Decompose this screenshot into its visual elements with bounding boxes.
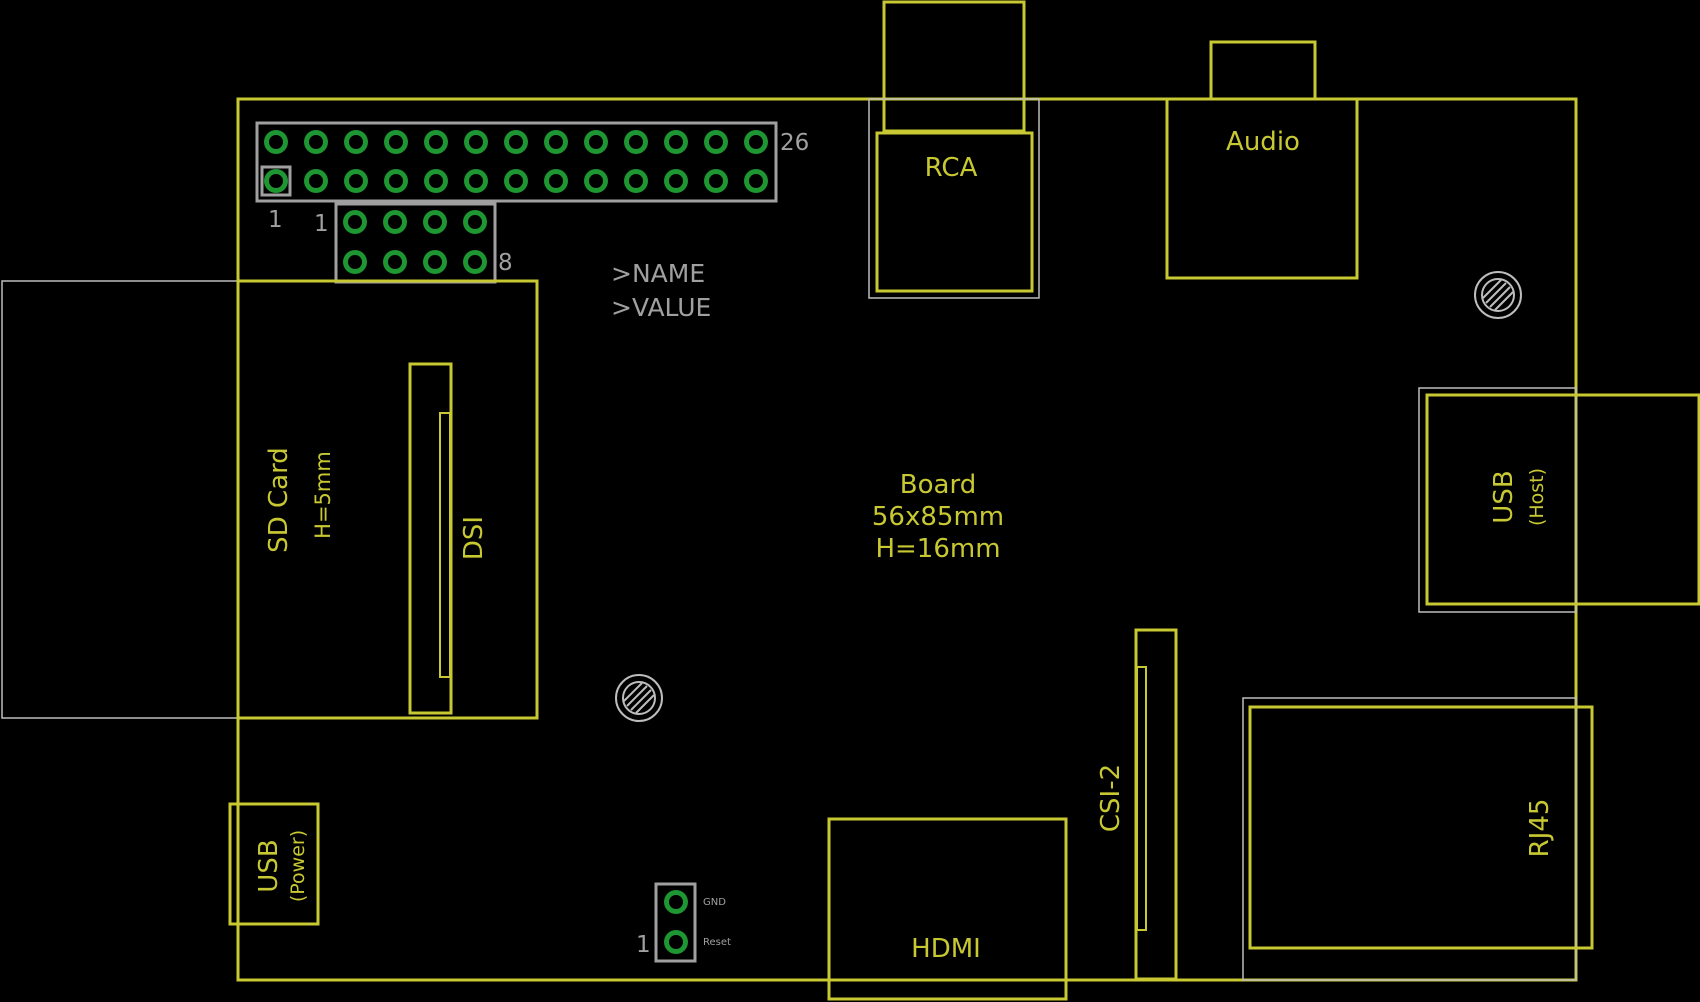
csi-label: CSI-2 [1096, 764, 1126, 832]
gpio-header-frame [255, 121, 778, 203]
mounting-hole-bottom-left [615, 674, 663, 722]
board-size: 56x85mm [872, 502, 1004, 532]
board-title: Board [900, 470, 976, 500]
audio-body [1165, 97, 1359, 280]
p5-header-pads [343, 210, 487, 274]
gpio-pad-drill [589, 174, 603, 188]
gpio-pad-drill [669, 135, 683, 149]
gpio-pad-drill [269, 174, 283, 188]
reset-pad-drill [669, 895, 683, 909]
reset-pin-one-label: 1 [636, 932, 651, 958]
gpio-header-pads [264, 130, 768, 193]
gpio-pin-end-label: 26 [780, 130, 809, 156]
p5-pad-drill [348, 255, 362, 269]
gpio-pad-drill [469, 174, 483, 188]
gpio-pin1-square [260, 165, 292, 197]
gpio-pad-drill [629, 135, 643, 149]
p5-pad-drill [388, 215, 402, 229]
p5-pad-drill [428, 215, 442, 229]
p5-pad-drill [428, 255, 442, 269]
dsi-label: DSI [459, 516, 489, 560]
p5-pad-drill [388, 255, 402, 269]
p5-pin-one-label: 1 [314, 211, 329, 237]
value-placeholder: >VALUE [611, 293, 711, 322]
gpio-pad-drill [309, 174, 323, 188]
gpio-pad-drill [509, 135, 523, 149]
reset-label: Reset [703, 937, 731, 948]
reset-pad-drill [669, 935, 683, 949]
hdmi-body [827, 817, 1068, 1001]
usb-power-sub-label: (Power) [287, 830, 309, 902]
gpio-pad-drill [509, 174, 523, 188]
board-height: H=16mm [875, 534, 1000, 564]
usb-host-sub-label: (Host) [1526, 468, 1548, 526]
rj45-keepout [1242, 697, 1577, 981]
gpio-pad-drill [629, 174, 643, 188]
csi-slot [1136, 666, 1147, 931]
rca-label: RCA [925, 153, 978, 183]
gpio-pad-drill [749, 135, 763, 149]
p5-pin-end-label: 8 [498, 250, 513, 276]
gpio-pad-drill [669, 174, 683, 188]
dsi-slot [439, 412, 451, 678]
usb-host-body [1425, 393, 1700, 606]
gpio-pad-drill [349, 135, 363, 149]
usb-host-label: USB [1489, 470, 1519, 523]
p5-pad-drill [348, 215, 362, 229]
gpio-pad-drill [549, 135, 563, 149]
gpio-pad-drill [709, 174, 723, 188]
rca-keepout [868, 98, 1040, 299]
usb-power-label: USB [254, 839, 284, 892]
gpio-pad-drill [349, 174, 363, 188]
sd-card-body [236, 279, 539, 720]
gpio-pad-drill [749, 174, 763, 188]
gpio-pad-drill [429, 135, 443, 149]
gpio-pad-drill [469, 135, 483, 149]
mounting-hole-top-right [1474, 271, 1522, 319]
usb-host-keepout [1418, 387, 1577, 613]
gnd-label: GND [703, 897, 726, 908]
gpio-pad-drill [389, 174, 403, 188]
p5-pad-drill [468, 255, 482, 269]
sd-card-label: SD Card [264, 447, 294, 553]
sd-card-height-label: H=5mm [311, 451, 335, 539]
gpio-pad-drill [549, 174, 563, 188]
gpio-pad-drill [389, 135, 403, 149]
hdmi-label: HDMI [911, 934, 981, 964]
rj45-label: RJ45 [1525, 799, 1555, 858]
reset-header-pads [664, 890, 688, 954]
audio-label: Audio [1226, 127, 1300, 157]
p5-pad-drill [468, 215, 482, 229]
name-placeholder: >NAME [611, 259, 705, 288]
gpio-pad-drill [429, 174, 443, 188]
gpio-pad-drill [589, 135, 603, 149]
gpio-pad-drill [709, 135, 723, 149]
usb-power-body [228, 802, 320, 926]
rca-plug-outline [882, 0, 1026, 133]
reset-header-frame [654, 882, 697, 963]
gpio-pad-drill [269, 135, 283, 149]
gpio-pin-one-label: 1 [268, 207, 283, 233]
rca-body [875, 131, 1034, 293]
gpio-pad-drill [309, 135, 323, 149]
rj45-body [1248, 705, 1594, 950]
